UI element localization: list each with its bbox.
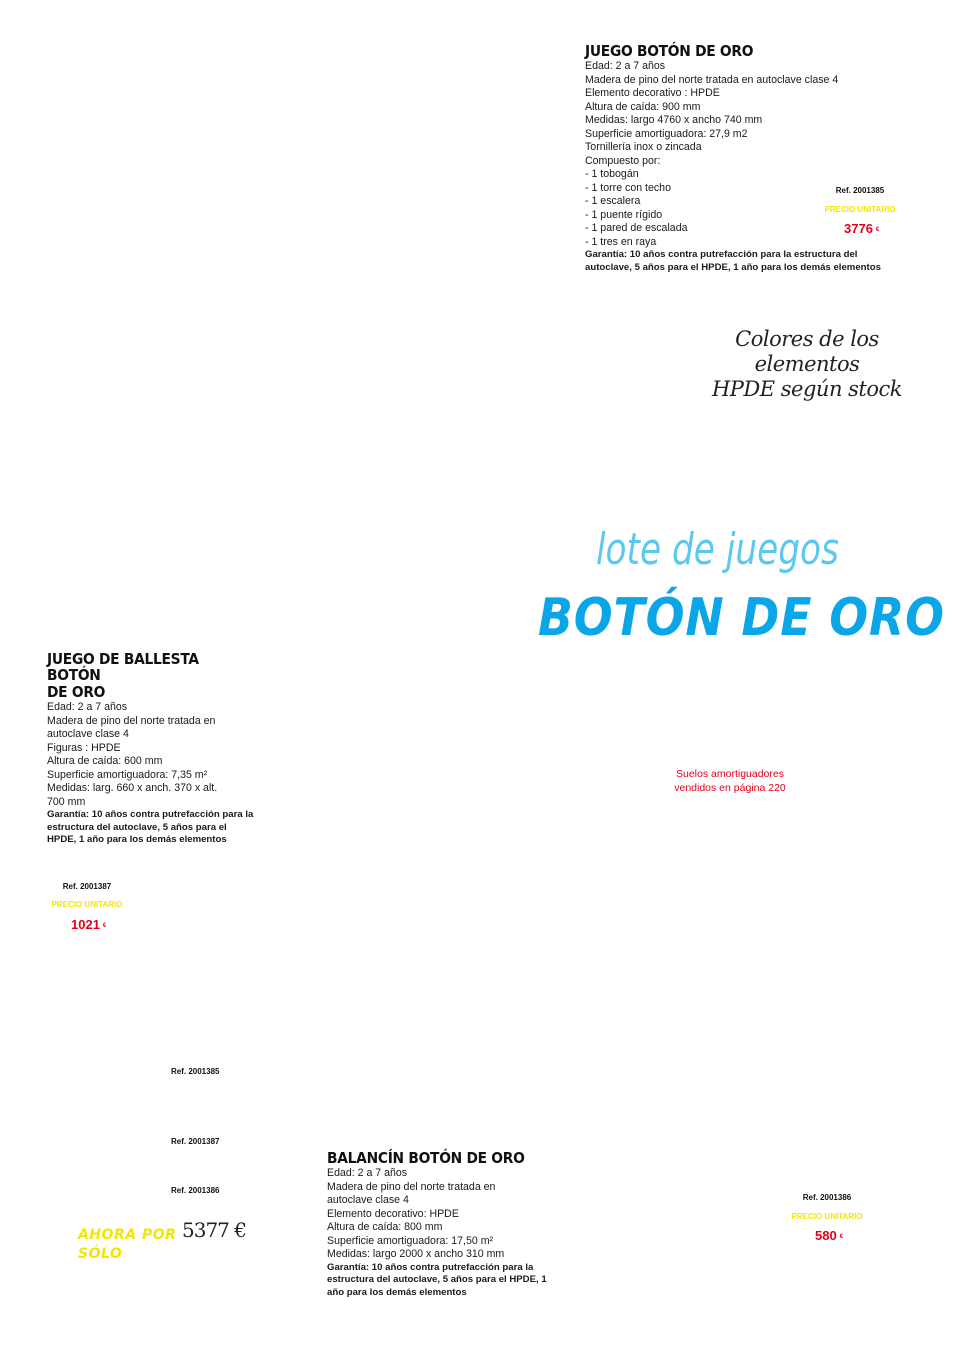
spec-line: Altura de caída: 900 mm	[585, 100, 701, 113]
guarantee-text: Garantía: 10 años contra putrefacción pa…	[327, 1261, 547, 1298]
summary-ref: Ref. 2001386	[171, 1186, 220, 1195]
price-value: 580	[815, 1228, 837, 1243]
product-ref: Ref. 2001387	[62, 882, 112, 891]
spec-line: Edad: 2 a 7 años	[327, 1167, 408, 1179]
spec-line: - 1 pared de escalada	[585, 222, 688, 234]
spec-line: Madera de pino del norte tratada en	[47, 714, 216, 727]
product-juego-de-ballesta: JUEGO DE BALLESTA BOTÓN DE ORO Edad: 2 a…	[47, 651, 262, 847]
spec-line: Madera de pino del norte tratada en auto…	[585, 73, 839, 86]
spec-line: - 1 tres en raya	[585, 235, 657, 248]
product-price: 1021€	[71, 917, 106, 932]
spec-line: Elemento decorativo: HPDE	[327, 1207, 459, 1220]
floor-note-line: Suelos amortiguadores	[676, 768, 784, 780]
unit-price-label: PRECIO UNITARIO	[791, 1212, 863, 1221]
floor-note-line: vendidos en página 220	[674, 782, 786, 794]
spec-line: autoclave clase 4	[47, 728, 129, 740]
product-price: 3776€	[844, 221, 879, 236]
colors-note: Colores de los elementos HPDE según stoc…	[692, 327, 922, 402]
spec-line: - 1 escalera	[585, 195, 641, 207]
colors-note-line: HPDE según stock	[711, 377, 903, 401]
product-price: 580€	[815, 1228, 843, 1243]
unit-price-label: PRECIO UNITARIO	[824, 205, 896, 214]
offer-line: AHORA POR	[78, 1227, 177, 1243]
summary-ref: Ref. 2001385	[171, 1067, 220, 1076]
spec-line: Elemento decorativo : HPDE	[585, 87, 720, 99]
spec-line: Altura de caída: 800 mm	[327, 1221, 443, 1233]
spec-line: - 1 tobogán	[585, 168, 639, 180]
currency-symbol: €	[839, 1233, 844, 1240]
spec-line: Superficie amortiguadora: 17,50 m²	[327, 1234, 494, 1247]
offer-line: SÓLO	[78, 1246, 123, 1262]
product-title: JUEGO BOTÓN DE ORO	[585, 42, 754, 60]
spec-line: Medidas: largo 4760 x ancho 740 mm	[585, 114, 763, 126]
product-balancin: BALANCÍN BOTÓN DE ORO Edad: 2 a 7 años M…	[327, 1150, 562, 1299]
spec-line: - 1 torre con techo	[585, 181, 671, 194]
product-ref: Ref. 2001385	[835, 186, 885, 195]
currency-symbol: €	[102, 922, 107, 929]
spec-line: Tornillería inox o zincada	[585, 141, 702, 153]
product-title: BALANCÍN BOTÓN DE ORO	[327, 1149, 525, 1167]
spec-line: 700 mm	[47, 795, 86, 808]
hero-title: BOTÓN DE ORO	[538, 588, 945, 648]
colors-note-line: Colores de los elementos	[735, 327, 879, 376]
offer-label: AHORA POR SÓLO	[78, 1226, 176, 1264]
hero-subtitle: lote de juegos	[596, 524, 839, 575]
spec-line: Altura de caída: 600 mm	[47, 755, 163, 767]
total-price: 5377 €	[182, 1218, 247, 1242]
spec-line: Medidas: larg. 660 x anch. 370 x alt.	[47, 782, 218, 794]
floor-note: Suelos amortiguadores vendidos en página…	[650, 767, 810, 795]
price-value: 1021	[71, 917, 100, 932]
unit-price-label: PRECIO UNITARIO	[51, 900, 123, 909]
product-ref: Ref. 2001386	[802, 1193, 852, 1202]
price-value: 3776	[844, 221, 873, 236]
currency-symbol: €	[875, 226, 880, 233]
spec-line: Figuras : HPDE	[47, 741, 121, 754]
guarantee-text: Garantía: 10 años contra putrefacción pa…	[585, 249, 881, 273]
spec-line: - 1 puente rígido	[585, 208, 663, 221]
spec-line: Superficie amortiguadora: 27,9 m2	[585, 127, 748, 140]
product-juego-boton-de-oro: JUEGO BOTÓN DE ORO Edad: 2 a 7 años Made…	[585, 43, 915, 274]
summary-ref: Ref. 2001387	[171, 1137, 220, 1146]
spec-line: Superficie amortiguadora: 7,35 m²	[47, 768, 208, 781]
spec-line: Compuesto por:	[585, 154, 661, 167]
product-title: JUEGO DE BALLESTA BOTÓN	[47, 650, 199, 684]
spec-line: Edad: 2 a 7 años	[47, 701, 128, 713]
spec-line: Medidas: largo 2000 x ancho 310 mm	[327, 1248, 505, 1260]
spec-line: autoclave clase 4	[327, 1194, 409, 1206]
spec-line: Madera de pino del norte tratada en	[327, 1180, 496, 1193]
product-title: DE ORO	[47, 683, 106, 701]
guarantee-text: Garantía: 10 años contra putrefacción pa…	[47, 809, 254, 845]
spec-line: Edad: 2 a 7 años	[585, 60, 666, 72]
